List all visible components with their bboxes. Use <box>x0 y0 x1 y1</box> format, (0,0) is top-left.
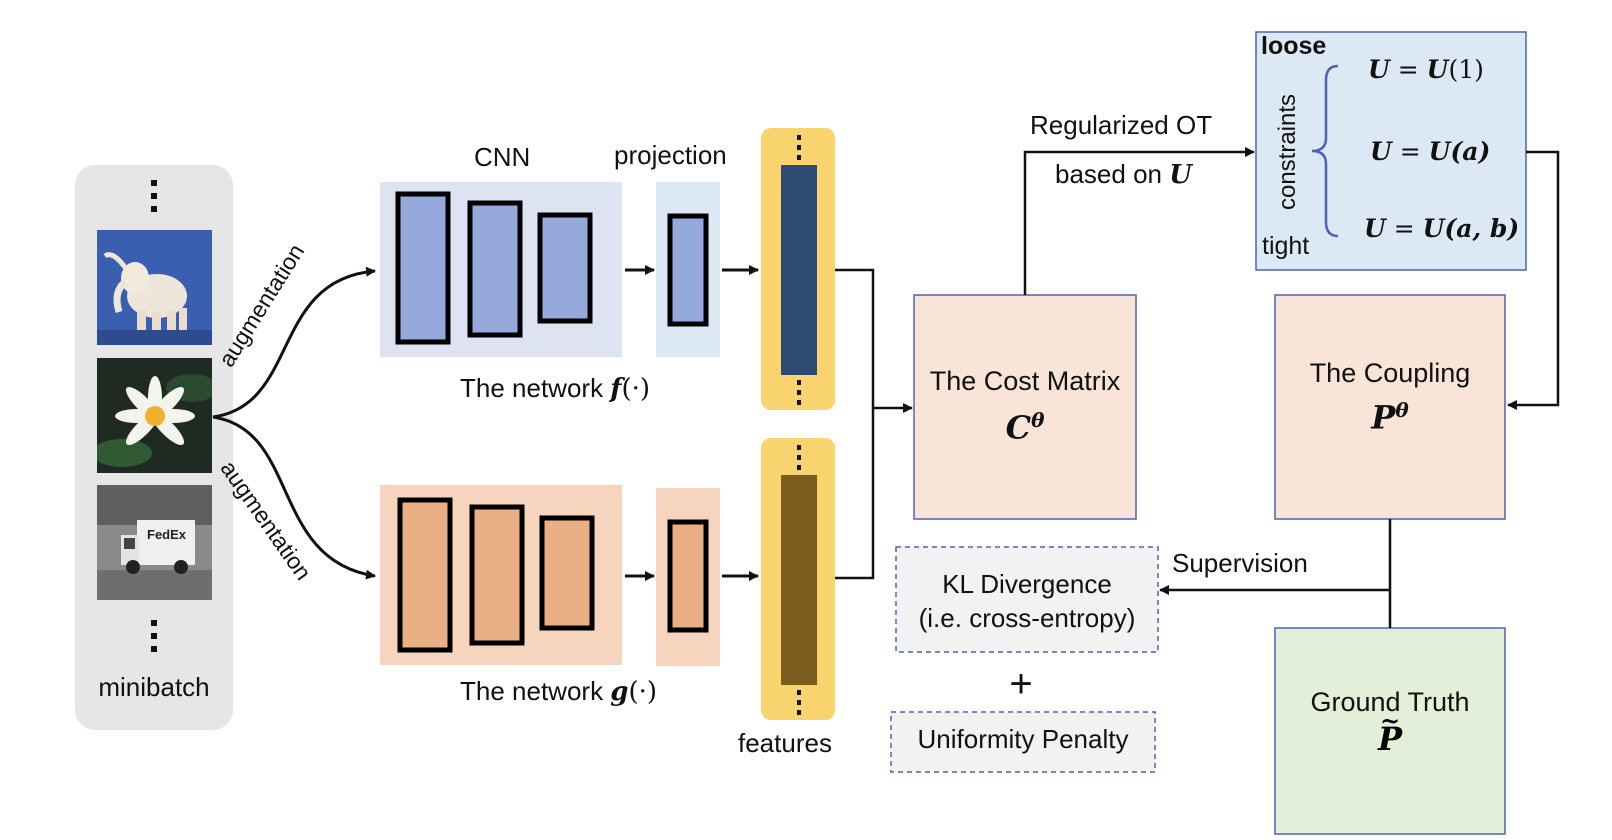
kl-divergence-box <box>895 546 1159 653</box>
feature-f-connector <box>835 268 875 408</box>
coupling-title: The Coupling <box>1309 358 1471 388</box>
minibatch-label: minibatch <box>98 672 210 702</box>
cnn-label: CNN <box>474 142 531 172</box>
coupling-box <box>1274 294 1506 520</box>
uniformity-penalty-label: Uniformity Penalty <box>917 724 1129 754</box>
features-label: features <box>738 728 832 758</box>
cnn-g-layer-1 <box>397 497 453 653</box>
feature-f-vector <box>781 165 817 375</box>
kl-divergence-line2: (i.e. cross-entropy) <box>918 603 1136 633</box>
ground-truth-symbol: P ~ <box>1377 706 1403 758</box>
constraints-to-coupling-arrow <box>1507 150 1560 410</box>
loose-label: loose <box>1261 32 1327 60</box>
tight-label: tight <box>1262 232 1310 260</box>
cnn-f-layer-2 <box>467 200 523 338</box>
image-delivery-truck: FedEx <box>97 485 212 600</box>
cnn-f-layer-3 <box>537 212 593 324</box>
projection-f-block <box>667 213 709 327</box>
feature-f-top-ellipsis-icon <box>797 135 801 160</box>
feature-g-vector <box>781 475 817 685</box>
network-g-caption: The network g(·) <box>460 676 658 707</box>
augmentation-arrow-top <box>212 266 376 419</box>
cost-matrix-box <box>913 294 1137 520</box>
constraints-brace-icon <box>1311 64 1339 238</box>
constraint-eq-1: U = U(1) <box>1368 55 1484 84</box>
plus-sign: + <box>1009 662 1033 706</box>
tilde-accent-icon: ~ <box>1379 706 1401 735</box>
feature-g-connector <box>835 408 875 580</box>
cnn-g-layer-2 <box>469 504 525 646</box>
constraint-eq-2: U = U(a) <box>1370 137 1491 166</box>
image-water-lily <box>97 358 212 473</box>
svg-text:FedEx: FedEx <box>147 527 187 542</box>
coupling-symbol: Pθ <box>1371 398 1409 437</box>
uniformity-penalty-box <box>890 711 1156 773</box>
supervision-label: Supervision <box>1172 548 1308 578</box>
cost-matrix-title: The Cost Matrix <box>929 366 1121 396</box>
image-elephant-statue <box>97 230 212 345</box>
ground-truth-title: Ground Truth <box>1310 687 1470 717</box>
projection-label: projection <box>614 140 727 170</box>
network-f-caption: The network f(·) <box>460 373 651 404</box>
augmentation-arrow-bottom <box>212 415 376 580</box>
constraints-box <box>1255 31 1527 271</box>
feature-f-bottom-ellipsis-icon <box>797 380 801 405</box>
regularized-ot-label: Regularized OT <box>1030 110 1213 140</box>
feature-g-bottom-ellipsis-icon <box>797 690 801 715</box>
minibatch-bottom-ellipsis-icon <box>151 620 157 652</box>
kl-divergence-line1: KL Divergence <box>942 569 1112 599</box>
ground-truth-box <box>1274 627 1506 835</box>
cnn-f-layer-1 <box>395 191 451 345</box>
feature-g-top-ellipsis-icon <box>797 445 801 470</box>
projection-g-block <box>667 519 709 633</box>
constraint-eq-3: U = U(a, b) <box>1364 214 1520 243</box>
based-on-u-label: based on U <box>1055 159 1192 190</box>
cnn-g-layer-3 <box>539 515 595 631</box>
minibatch-top-ellipsis-icon <box>151 180 157 212</box>
constraints-axis-label: constraints <box>1274 93 1302 211</box>
regularized-ot-arrow <box>1023 147 1255 295</box>
cost-matrix-symbol: Cθ <box>1005 408 1045 447</box>
